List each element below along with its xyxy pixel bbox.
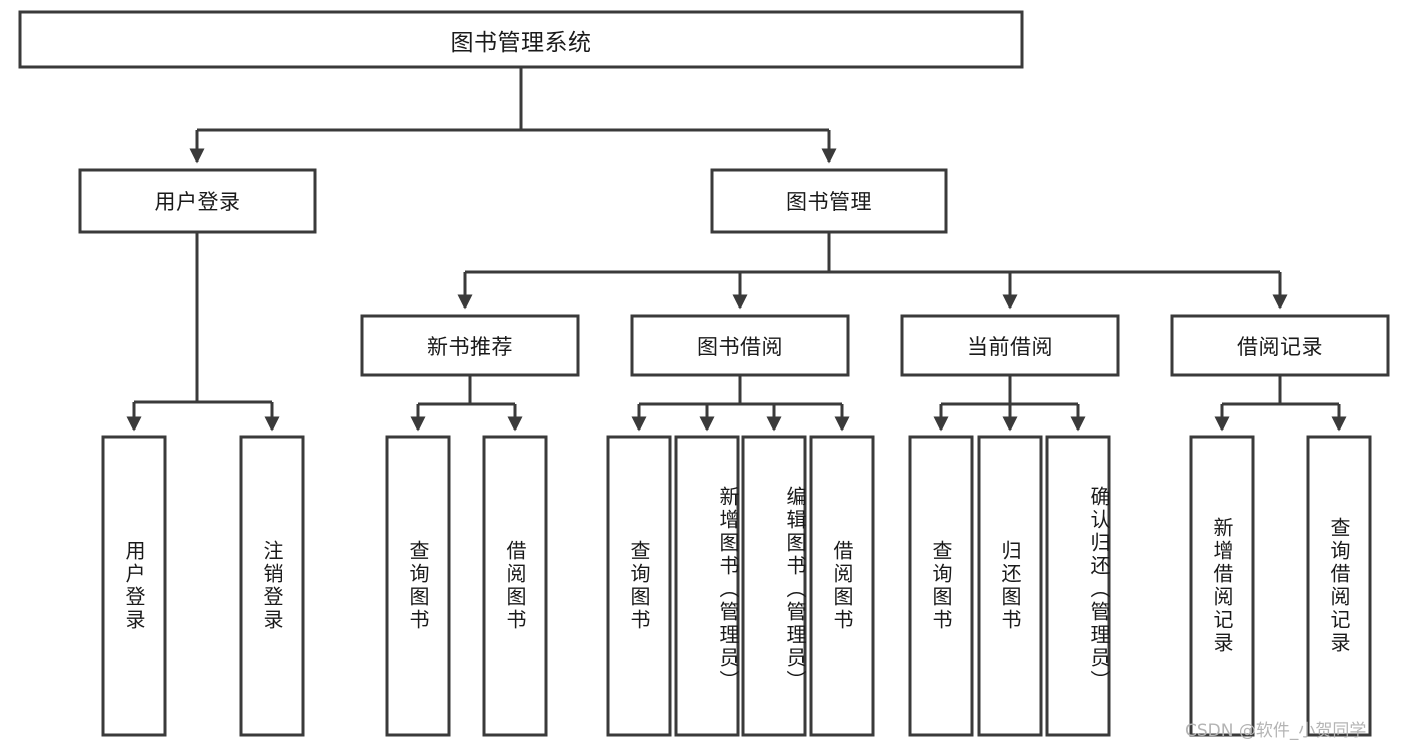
node-new-book-recommend[interactable] (360, 314, 580, 377)
node-book-management[interactable] (710, 168, 948, 234)
leaf-cb-confirm-return-admin[interactable] (1045, 435, 1111, 737)
leaf-bb-add-book-admin[interactable] (674, 435, 740, 737)
leaf-cb-query-book[interactable] (908, 435, 974, 737)
node-borrow-record[interactable] (1170, 314, 1390, 377)
node-book-borrow[interactable] (630, 314, 850, 377)
node-user-login[interactable] (78, 168, 317, 234)
node-root-book-management-system[interactable] (18, 10, 1024, 69)
node-current-borrow[interactable] (900, 314, 1120, 377)
leaf-br-add-record[interactable] (1189, 435, 1255, 737)
leaf-bb-edit-book-admin[interactable] (741, 435, 807, 737)
leaf-br-query-record[interactable] (1306, 435, 1372, 737)
leaf-nbr-query-book[interactable] (385, 435, 451, 737)
leaf-nbr-borrow-book[interactable] (482, 435, 548, 737)
leaf-bb-borrow-book[interactable] (809, 435, 875, 737)
leaf-bb-query-book[interactable] (606, 435, 672, 737)
leaf-cb-return-book[interactable] (977, 435, 1043, 737)
leaf-user-login[interactable] (101, 435, 167, 737)
leaf-logout[interactable] (239, 435, 305, 737)
